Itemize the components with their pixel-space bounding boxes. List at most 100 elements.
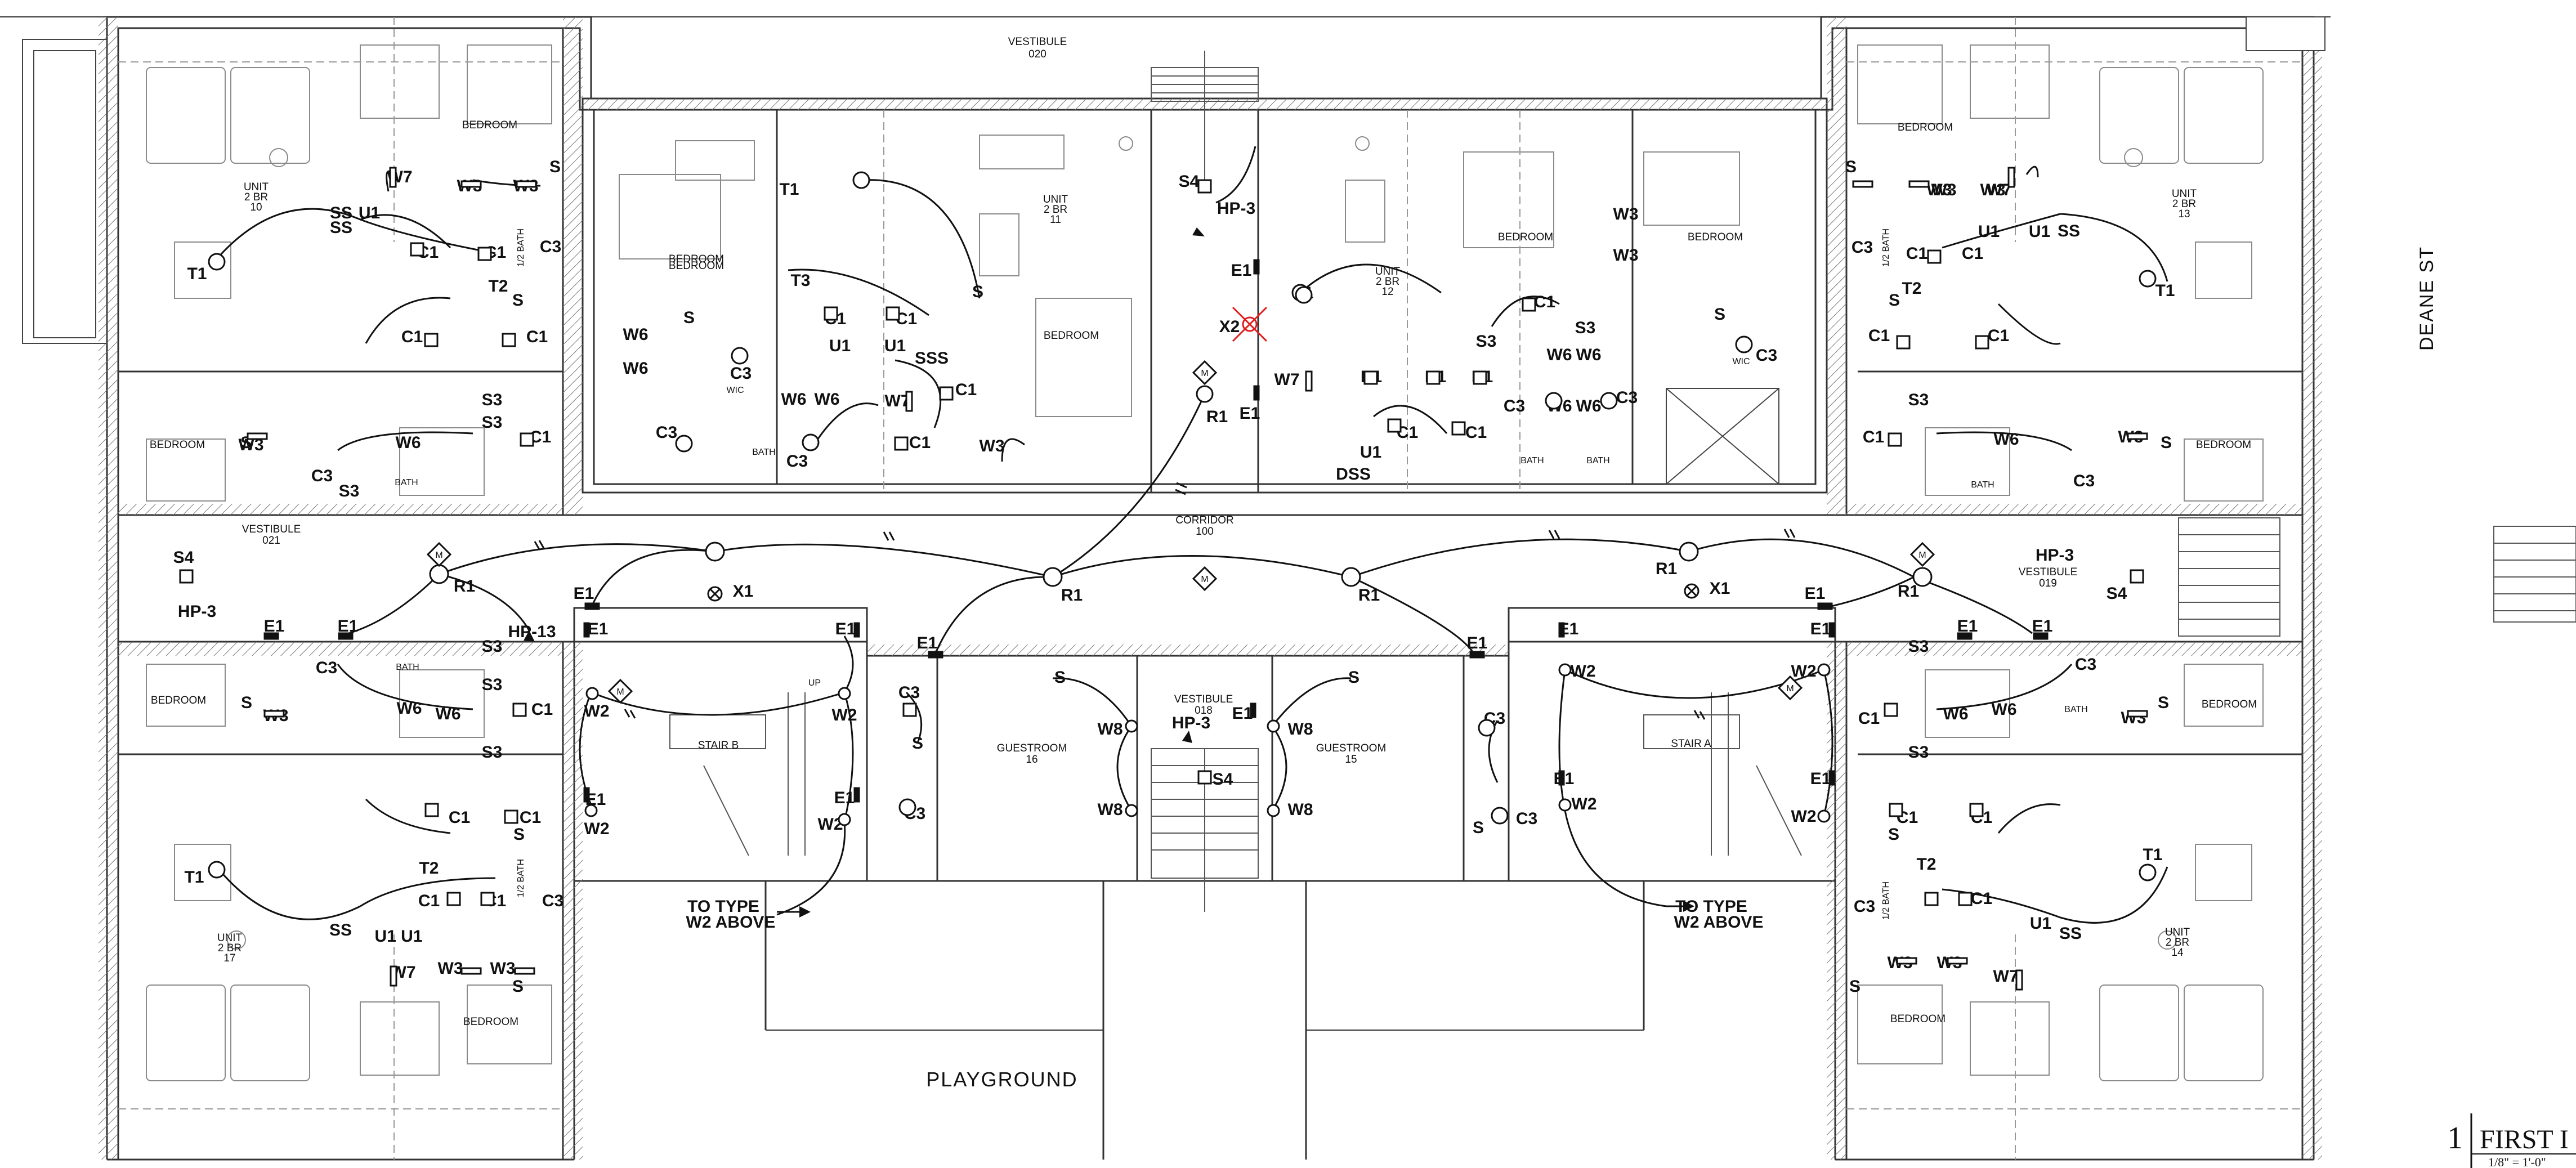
bedroom-label: BEDROOM: [1890, 1013, 1946, 1025]
room-name: VESTIBULE: [1008, 36, 1067, 48]
device-w2: [584, 804, 598, 817]
room-sub: 2 BR: [244, 191, 268, 203]
tag-c3: C3: [1616, 388, 1638, 407]
tag-w6: W6: [1992, 700, 2017, 719]
room-vestibule-021: VESTIBULE 021: [242, 523, 301, 547]
stair-b-label: STAIR B: [698, 740, 739, 751]
device-c1: [410, 242, 424, 257]
device-c1: [1889, 803, 1903, 817]
tag-s: S: [1889, 291, 1900, 310]
device-e1: [853, 622, 860, 638]
device-c3: [675, 435, 693, 453]
device-c3: [802, 433, 820, 451]
device-w2: [1558, 663, 1572, 677]
tag-w6: W6: [815, 390, 840, 409]
tag-w8: W8: [1098, 800, 1123, 819]
tag-c1: C1: [520, 808, 541, 827]
device-r1: [1196, 385, 1214, 403]
room-sub: 2 BR: [1376, 276, 1399, 288]
tag-s: S: [512, 977, 524, 996]
device-w3: [2127, 432, 2148, 440]
tag-w6: W6: [1576, 346, 1602, 364]
tag-ss: SS: [330, 204, 352, 222]
bedroom-label: BEDROOM: [2196, 439, 2251, 451]
stairs: [669, 51, 2576, 912]
device-w8: [1267, 719, 1280, 733]
room-name: VESTIBULE: [242, 523, 301, 535]
device-e1: [1828, 770, 1835, 786]
device-r1: [1679, 542, 1699, 562]
tag-c3: C3: [311, 467, 333, 485]
tag-s: S: [1849, 977, 1861, 996]
stair-a-label: STAIR A: [1671, 738, 1711, 750]
tag-c1: C1: [1534, 293, 1555, 311]
tag-c3: C3: [316, 659, 337, 677]
tag-x1: X1: [733, 582, 754, 601]
device-w7: [1305, 370, 1313, 392]
device-e1: [1469, 651, 1485, 659]
tag-w8: W8: [1098, 720, 1123, 739]
tag-c3: C3: [898, 683, 920, 702]
device-e1: [2033, 632, 2049, 640]
tag-m: M: [1201, 369, 1208, 378]
tag-c3: C3: [542, 892, 564, 910]
tag-w7: W7: [1993, 967, 2019, 986]
device-e1: [1253, 385, 1260, 401]
tag-e1: E1: [1467, 634, 1488, 652]
device-c1: [1387, 418, 1402, 433]
device-w3: [516, 180, 537, 188]
room-number: 13: [2178, 208, 2190, 220]
device-t1: [2139, 270, 2157, 288]
room-name: UNIT: [1043, 194, 1068, 205]
device-w8: [1125, 804, 1138, 817]
tag-c1: C1: [1465, 423, 1487, 442]
tag-t1: T1: [779, 180, 799, 199]
device-c3: [1478, 719, 1496, 737]
device-c1: [1927, 249, 1942, 264]
device-e1: [1558, 770, 1565, 786]
device-s4: [2130, 569, 2144, 584]
bath-label: BATH: [395, 478, 418, 487]
device-w8: [1125, 719, 1138, 733]
tag-ss: SS: [330, 218, 352, 237]
device-s4: [1197, 770, 1212, 785]
tag-t2: T2: [419, 859, 439, 878]
bath-label: BATH: [2064, 705, 2087, 714]
device-e1: [853, 787, 860, 803]
device-w8: [1267, 804, 1280, 817]
tag-s3: S3: [1476, 332, 1497, 351]
device-e1: [1957, 632, 1973, 640]
device-w7: [2015, 969, 2023, 991]
tag-c1: C1: [1962, 244, 1983, 263]
tag-c3: C3: [730, 364, 752, 383]
tag-s: S: [1348, 668, 1359, 687]
tag-w2: W2: [1571, 662, 1596, 681]
tag-c1: C1: [531, 700, 553, 719]
device-c1: [424, 803, 439, 817]
arrowheads: [524, 227, 1694, 918]
device-c3: [1735, 335, 1753, 353]
tag-t1: T1: [2155, 281, 2175, 300]
device-b1: [1473, 370, 1487, 385]
room-number: 12: [1381, 286, 1393, 298]
bath-label: BATH: [1520, 456, 1544, 466]
tag-w3: W3: [490, 959, 516, 978]
device-c1: [886, 306, 900, 321]
device-labels: T1 U1 C1 C1 T2 C3 W7 W3 W3 SS SS C1 C1 W…: [173, 168, 2175, 986]
room-name: VESTIBULE: [1174, 693, 1233, 705]
tag-w2: W2: [1791, 662, 1817, 681]
device-r1: [705, 542, 725, 562]
room-name: UNIT: [244, 181, 269, 193]
device-c1: [1969, 803, 1984, 817]
half-bath-label: 1/2 BATH: [1881, 881, 1891, 920]
tag-w3: W3: [438, 959, 463, 978]
to-type-text: W2 ABOVE: [1674, 913, 1764, 932]
device-w3: [1852, 180, 1873, 188]
tag-u1: U1: [829, 337, 851, 355]
tag-c3: C3: [1504, 397, 1525, 415]
device-c3: [731, 347, 749, 365]
device-w2: [1558, 798, 1572, 812]
tag-w2: W2: [1791, 807, 1817, 826]
device-symbols: [179, 167, 2157, 991]
device-c1: [1522, 297, 1536, 312]
